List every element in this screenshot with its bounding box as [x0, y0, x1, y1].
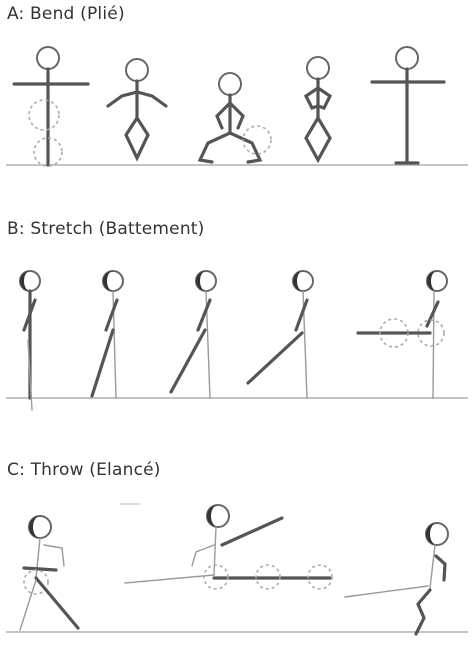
stick-figure-b1 [19, 270, 41, 411]
stick-figure-a5 [370, 46, 446, 165]
joint-circle [417, 319, 445, 347]
figure-head [36, 46, 60, 70]
stick-figure-c3 [344, 522, 449, 636]
section-title-bend: A: Bend (Plié) [7, 4, 125, 24]
stick-figure-b3 [169, 270, 217, 399]
section-title-stretch: B: Stretch (Battement) [7, 219, 205, 239]
figure-head [218, 72, 242, 96]
stick-figure-c1 [19, 515, 80, 631]
stick-figure-a4 [303, 56, 333, 164]
stick-figure-a2 [106, 58, 168, 162]
figure-head [395, 46, 419, 70]
joint-circle [242, 125, 272, 155]
stick-figure-b2 [90, 270, 124, 399]
section-title-throw: C: Throw (Elancé) [7, 460, 161, 480]
stick-figure-b5 [356, 270, 448, 399]
joint-circle [23, 569, 49, 595]
joint-circle [379, 318, 409, 348]
joint-circle [307, 564, 333, 590]
stick-figure-a1 [12, 46, 90, 167]
joint-circle [28, 99, 60, 131]
figure-head [306, 56, 330, 80]
stick-figure-a3 [197, 72, 272, 164]
joint-circle [33, 137, 63, 167]
joint-circle [255, 564, 281, 590]
stick-figure-c2 [124, 504, 333, 590]
joint-circle [203, 564, 229, 590]
figure-head [125, 58, 149, 82]
stick-figure-b4 [246, 270, 314, 399]
